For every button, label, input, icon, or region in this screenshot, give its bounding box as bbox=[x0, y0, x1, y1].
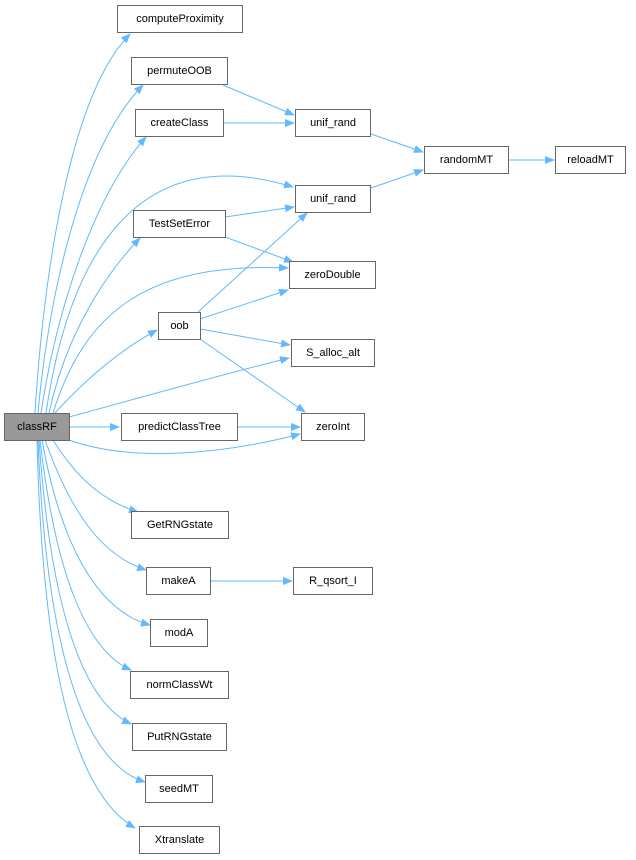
node-oob[interactable]: oob bbox=[158, 312, 201, 340]
node-classRF[interactable]: classRF bbox=[4, 413, 70, 441]
node-label: permuteOOB bbox=[147, 65, 212, 77]
node-seedMT[interactable]: seedMT bbox=[145, 775, 213, 803]
edge-classRF-oob bbox=[54, 329, 158, 414]
node-label: R_qsort_I bbox=[309, 575, 357, 587]
edge-classRF-zeroInt bbox=[68, 432, 301, 454]
edge-classRF-S_alloc_alt bbox=[68, 356, 290, 418]
node-S_alloc_alt[interactable]: S_alloc_alt bbox=[291, 339, 375, 367]
node-label: makeA bbox=[161, 575, 196, 587]
edge-classRF-Xtranslate bbox=[36, 439, 136, 829]
node-label: randomMT bbox=[440, 154, 493, 166]
edge-TestSetError-zeroDouble bbox=[224, 236, 294, 263]
node-R_qsort_I[interactable]: R_qsort_I bbox=[293, 567, 373, 595]
edges bbox=[34, 33, 555, 829]
node-label: oob bbox=[170, 320, 188, 332]
edge-unif_rand-1-randomMT bbox=[370, 133, 424, 153]
node-normClassWt[interactable]: normClassWt bbox=[130, 671, 229, 699]
node-randomMT[interactable]: randomMT bbox=[424, 146, 509, 174]
node-modA[interactable]: modA bbox=[150, 619, 208, 647]
node-zeroDouble[interactable]: zeroDouble bbox=[289, 261, 376, 289]
edge-oob-S_alloc_alt bbox=[199, 328, 291, 348]
node-label: normClassWt bbox=[146, 679, 212, 691]
node-unif_rand-2[interactable]: unif_rand bbox=[295, 185, 371, 213]
edge-classRF-computeProximity bbox=[34, 33, 131, 414]
node-label: classRF bbox=[17, 421, 57, 433]
node-unif_rand-1[interactable]: unif_rand bbox=[295, 109, 371, 137]
edge-classRF-permuteOOB bbox=[37, 84, 144, 414]
node-label: reloadMT bbox=[567, 154, 614, 166]
edge-unif_rand-2-randomMT bbox=[370, 169, 424, 189]
node-TestSetError[interactable]: TestSetError bbox=[133, 210, 226, 238]
edge-classRF-TestSetError bbox=[48, 237, 141, 414]
node-label: createClass bbox=[150, 117, 209, 129]
node-label: predictClassTree bbox=[138, 421, 221, 433]
node-Xtranslate[interactable]: Xtranslate bbox=[139, 826, 220, 854]
edge-oob-unif_rand-2 bbox=[197, 212, 308, 313]
node-label: unif_rand bbox=[310, 117, 356, 129]
edge-classRF-makeA bbox=[44, 439, 147, 572]
edge-classRF-zeroDouble bbox=[52, 263, 289, 414]
edge-oob-zeroInt bbox=[199, 338, 306, 413]
node-label: seedMT bbox=[159, 783, 199, 795]
node-label: TestSetError bbox=[149, 218, 210, 230]
node-label: PutRNGstate bbox=[147, 731, 212, 743]
node-label: zeroInt bbox=[316, 421, 350, 433]
edge-permuteOOB-unif_rand-1 bbox=[222, 84, 295, 116]
edge-classRF-unif_rand-2 bbox=[45, 175, 294, 414]
node-zeroInt[interactable]: zeroInt bbox=[301, 413, 365, 441]
edge-classRF-PutRNGstate bbox=[38, 439, 132, 725]
edge-classRF-seedMT bbox=[37, 439, 146, 784]
node-label: S_alloc_alt bbox=[306, 347, 360, 359]
node-predictClassTree[interactable]: predictClassTree bbox=[121, 413, 238, 441]
node-label: modA bbox=[165, 627, 194, 639]
node-label: computeProximity bbox=[136, 13, 224, 25]
node-reloadMT[interactable]: reloadMT bbox=[555, 146, 626, 174]
edge-classRF-normClassWt bbox=[39, 439, 132, 671]
edge-oob-zeroDouble bbox=[199, 289, 289, 320]
edge-classRF-GetRNGstate bbox=[52, 439, 139, 514]
node-GetRNGstate[interactable]: GetRNGstate bbox=[131, 511, 229, 539]
node-createClass[interactable]: createClass bbox=[135, 109, 224, 137]
edge-classRF-modA bbox=[41, 439, 151, 627]
node-computeProximity[interactable]: computeProximity bbox=[117, 5, 243, 33]
node-permuteOOB[interactable]: permuteOOB bbox=[131, 57, 228, 85]
node-label: GetRNGstate bbox=[147, 519, 213, 531]
node-label: unif_rand bbox=[310, 193, 356, 205]
node-makeA[interactable]: makeA bbox=[146, 567, 211, 595]
node-label: Xtranslate bbox=[155, 834, 205, 846]
edge-classRF-createClass bbox=[40, 136, 147, 414]
node-PutRNGstate[interactable]: PutRNGstate bbox=[132, 723, 227, 751]
edge-TestSetError-unif_rand-2 bbox=[224, 204, 295, 218]
node-label: zeroDouble bbox=[304, 269, 360, 281]
